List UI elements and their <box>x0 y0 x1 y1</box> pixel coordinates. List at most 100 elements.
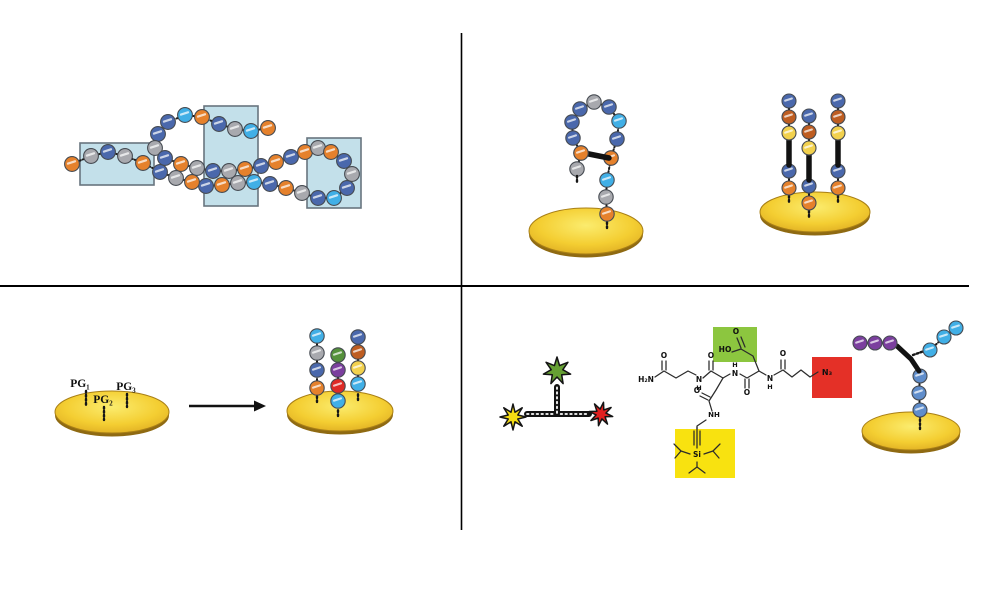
bead-gr <box>330 347 346 363</box>
bead-b <box>152 164 168 180</box>
bead-b <box>262 176 278 192</box>
bead-g <box>221 163 237 179</box>
arrow-head <box>254 400 266 412</box>
bead-c <box>177 107 193 123</box>
bead-y <box>781 125 797 141</box>
bead-shine <box>333 397 343 402</box>
bead-g <box>227 121 243 137</box>
skeletal-bonds <box>654 336 819 474</box>
disc-top <box>528 207 644 255</box>
bead-o <box>323 144 339 160</box>
chain-3-lower <box>830 163 846 196</box>
bead-y <box>830 125 846 141</box>
bead-shine <box>576 149 586 154</box>
bead-o <box>260 120 276 136</box>
bond <box>740 336 746 348</box>
bead-shine <box>353 348 363 353</box>
gold-surface-triple <box>759 191 871 236</box>
bead-b <box>309 362 325 378</box>
bead-shine <box>784 167 793 172</box>
bond <box>739 370 767 379</box>
bond <box>731 348 742 353</box>
bead-shine <box>804 144 813 149</box>
bead-shine <box>589 98 599 103</box>
bead-shine <box>568 134 578 139</box>
bond <box>702 370 731 379</box>
bead-o <box>194 109 210 125</box>
bead-g <box>309 345 325 361</box>
product-chain-3 <box>350 329 366 392</box>
bead-c <box>948 320 964 336</box>
bead-shine <box>207 167 218 172</box>
bond <box>773 369 819 378</box>
bead-shine <box>66 160 77 165</box>
bead-shine <box>567 118 577 123</box>
bead-o <box>214 177 230 193</box>
bead-c <box>243 123 259 139</box>
bead-shine <box>216 181 227 186</box>
gold-surface-protected <box>54 390 170 437</box>
bead-shine <box>833 113 842 118</box>
bead-c <box>599 172 615 188</box>
bead-shine <box>186 178 197 183</box>
gold-surface-product <box>286 390 394 435</box>
bead-shine <box>602 176 612 181</box>
label: PG₁ <box>70 378 89 390</box>
bead-b <box>564 114 580 130</box>
bead-shine <box>245 127 256 132</box>
branch-arm <box>894 343 922 374</box>
bead-o <box>268 154 284 170</box>
bead-o <box>64 156 80 172</box>
bond <box>701 392 711 398</box>
bead-o <box>573 145 589 161</box>
bead-shine <box>784 113 793 118</box>
bead-g <box>598 189 614 205</box>
bead-p <box>330 362 346 378</box>
bead-o <box>830 180 846 196</box>
bead-shine <box>353 380 363 385</box>
bead-shine <box>312 384 322 389</box>
bond <box>699 395 709 401</box>
label: H <box>696 384 701 392</box>
bond <box>708 377 724 412</box>
bead-shine <box>264 180 275 185</box>
bead-shine <box>915 372 924 377</box>
bond <box>674 450 682 459</box>
bead-shine <box>353 364 363 369</box>
label: HO <box>719 345 732 354</box>
bead-shine <box>338 157 349 162</box>
bead-shine <box>196 113 207 118</box>
bond <box>654 370 697 379</box>
bead-o <box>309 380 325 396</box>
disc-top <box>54 390 170 434</box>
chain-1-upper <box>781 93 797 141</box>
bead-shine <box>270 158 281 163</box>
bead-shine <box>223 167 234 172</box>
bead-c <box>350 376 366 392</box>
panel-surface-triple-display <box>759 93 871 236</box>
bond <box>696 419 707 430</box>
green-star <box>542 356 572 385</box>
bead-shine <box>229 125 240 130</box>
bond <box>736 337 742 349</box>
bead-shine <box>152 130 163 135</box>
bead-o <box>135 155 151 171</box>
bead-g <box>569 161 585 177</box>
label: Si <box>693 450 701 459</box>
bead-b <box>100 144 116 160</box>
bead-shine <box>870 339 879 344</box>
label: O <box>708 351 714 360</box>
polymer-bead-chain <box>64 107 360 206</box>
bead-shine <box>804 199 813 204</box>
bead-shine <box>833 167 842 172</box>
bead-shine <box>175 160 186 165</box>
bead-b <box>336 153 352 169</box>
panel-trifunctional-probe <box>499 356 614 431</box>
chain-2-lower <box>801 178 817 211</box>
bead-shine <box>346 170 357 175</box>
label: H <box>732 361 737 369</box>
label: N₃ <box>822 368 833 377</box>
bead-shine <box>312 349 322 354</box>
bead-br <box>801 124 817 140</box>
